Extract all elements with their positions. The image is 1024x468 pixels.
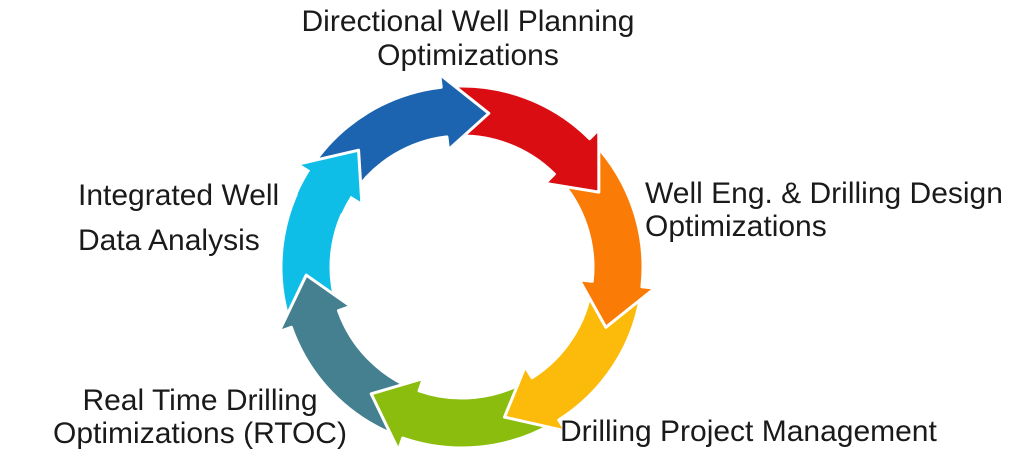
label-line: Optimizations (RTOC) — [53, 417, 347, 450]
label-directional-well-planning: Directional Well Planning Optimizations — [258, 5, 678, 73]
label-line: Data Analysis — [78, 224, 260, 257]
label-line: Optimizations — [377, 39, 559, 72]
arrow-green — [369, 376, 555, 452]
label-drilling-project-management: Drilling Project Management — [560, 415, 937, 448]
arrow-cyan-seam-patch — [297, 169, 352, 214]
label-line: Real Time Drilling — [82, 384, 318, 417]
label-real-time-drilling-rtoc: Real Time Drilling Optimizations (RTOC) — [10, 384, 390, 450]
label-line: Optimizations — [645, 210, 827, 243]
label-well-eng-drilling-design: Well Eng. & Drilling Design Optimization… — [645, 177, 1003, 243]
label-line: Drilling Project Management — [560, 415, 937, 448]
label-integrated-well-data-analysis: Integrated Well Data Analysis — [78, 173, 279, 263]
label-line: Well Eng. & Drilling Design — [645, 177, 1003, 210]
label-line: Directional Well Planning — [301, 5, 635, 38]
label-line: Integrated Well — [78, 179, 280, 212]
